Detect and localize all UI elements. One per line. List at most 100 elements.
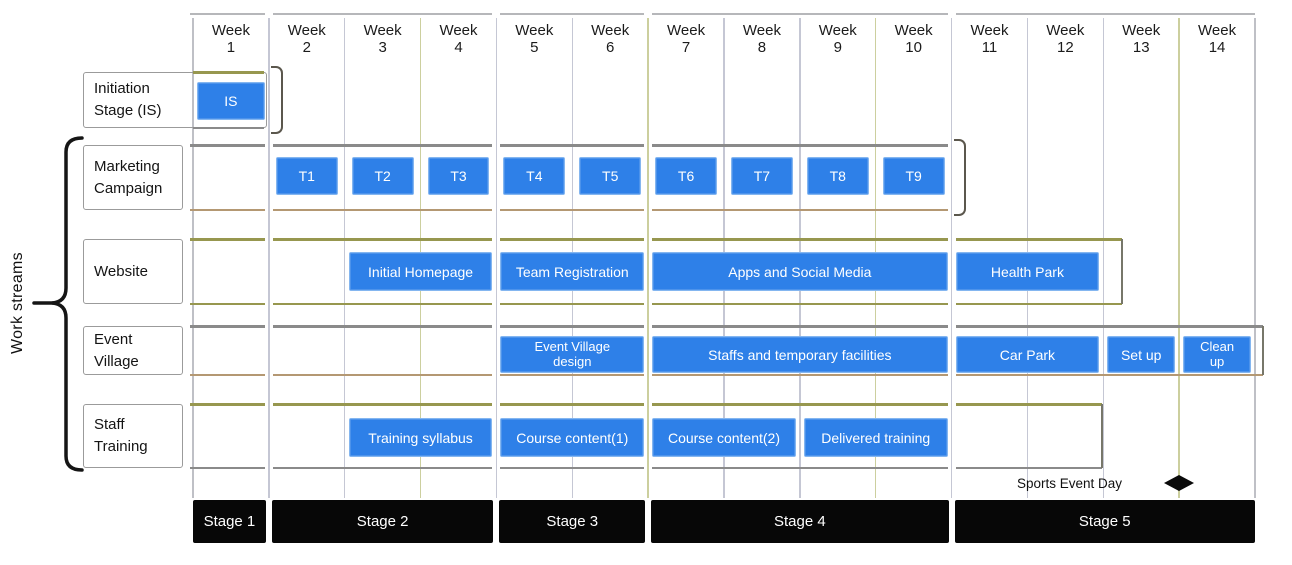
band-border-line xyxy=(190,466,265,469)
week-gridline xyxy=(950,18,953,498)
week-number: 3 xyxy=(378,39,387,56)
week-gridline xyxy=(647,18,649,498)
task-bar-label: Course content(2) xyxy=(667,429,781,446)
task-bar: Staffs and temporary facilities xyxy=(652,336,948,373)
band-border-line xyxy=(193,126,264,129)
task-bar: T2 xyxy=(351,157,414,195)
week-number: 2 xyxy=(302,39,311,56)
workstream-label: Village xyxy=(94,352,139,370)
task-bar-label: T7 xyxy=(753,168,771,184)
task-bar-label: Team Registration xyxy=(515,263,629,280)
band-border-line xyxy=(272,325,493,328)
week-word: Week xyxy=(363,22,402,39)
band-border-line xyxy=(500,302,645,305)
task-bar-label: T8 xyxy=(829,168,846,184)
workstream-label: Website xyxy=(94,262,148,280)
band-border-line xyxy=(652,238,948,241)
task-bar-label: Training syllabus xyxy=(368,429,473,446)
task-bar-label: Event Village xyxy=(534,339,611,354)
week-number: 8 xyxy=(757,39,767,56)
task-bar-label: T1 xyxy=(298,168,315,184)
band-end-border xyxy=(1262,326,1264,375)
header-top-border xyxy=(190,13,265,15)
band-border-line xyxy=(955,238,1122,241)
workstream-label: Staff xyxy=(94,416,125,433)
week-number: 10 xyxy=(905,39,922,56)
stage-bar: Stage 2 xyxy=(271,500,494,543)
workstream-label: Training xyxy=(94,438,148,455)
band-border-line xyxy=(272,373,493,376)
band-end-border xyxy=(1101,404,1103,468)
task-bar: Course content(2) xyxy=(652,418,796,457)
week-number: 9 xyxy=(833,39,842,56)
week-word: Week xyxy=(591,22,630,39)
milestone-label: Sports Event Day xyxy=(1016,476,1122,491)
band-border-line xyxy=(190,208,265,211)
task-bar-label: Staffs and temporary facilities xyxy=(708,346,892,363)
workstream-label: Event xyxy=(94,330,133,348)
stage-bar-label: Stage 4 xyxy=(773,513,826,530)
workstream-label: Marketing xyxy=(94,157,160,175)
band-border-line xyxy=(272,208,493,211)
week-word: Week xyxy=(1122,22,1161,39)
week-gridline xyxy=(1254,18,1256,498)
week-word: Week xyxy=(818,22,857,39)
week-number: 4 xyxy=(454,39,463,56)
band-border-line xyxy=(190,302,265,305)
task-bar-label: T4 xyxy=(526,168,543,184)
week-gridline xyxy=(495,18,498,498)
task-bar-label: Clean xyxy=(1200,339,1235,354)
week-gridline xyxy=(343,18,346,498)
band-border-line xyxy=(652,144,948,147)
band-border-line xyxy=(272,238,493,241)
task-bar-label: T6 xyxy=(677,168,695,184)
week-number: 13 xyxy=(1132,39,1150,56)
band-border-line xyxy=(500,325,645,328)
band-border-line xyxy=(190,325,265,328)
stage-bar-label: Stage 5 xyxy=(1078,513,1131,530)
week-word: Week xyxy=(439,22,478,39)
task-bar: Initial Homepage xyxy=(348,252,493,291)
band-end-bracket xyxy=(271,66,283,134)
band-border-line xyxy=(193,71,264,74)
task-bar-label: Course content(1) xyxy=(516,429,629,446)
task-bar-label: design xyxy=(553,353,592,369)
band-border-line xyxy=(955,373,1263,376)
header-top-border xyxy=(500,13,645,15)
stage-bar-label: Stage 1 xyxy=(203,513,256,530)
task-bar-label: T3 xyxy=(450,168,467,184)
band-border-line xyxy=(272,144,493,147)
week-number: 6 xyxy=(606,39,615,56)
band-border-line xyxy=(190,373,265,376)
week-number: 12 xyxy=(1057,39,1074,56)
band-border-line xyxy=(500,238,645,241)
band-border-line xyxy=(272,466,493,469)
week-gridline xyxy=(192,18,194,498)
work-streams-brace-icon xyxy=(32,136,84,472)
week-word: Week xyxy=(287,22,326,39)
band-border-line xyxy=(955,403,1102,406)
task-bar: IS xyxy=(197,82,265,120)
task-bar: Training syllabus xyxy=(348,418,493,457)
task-bar-label: T9 xyxy=(905,168,922,184)
week-number: 11 xyxy=(981,39,998,56)
workstream-label: Initiation xyxy=(94,80,150,97)
header-top-border xyxy=(955,13,1255,15)
week-word: Week xyxy=(1198,22,1237,39)
band-border-line xyxy=(272,403,493,406)
task-bar-label: T2 xyxy=(374,168,391,184)
task-bar: T6 xyxy=(655,157,717,195)
